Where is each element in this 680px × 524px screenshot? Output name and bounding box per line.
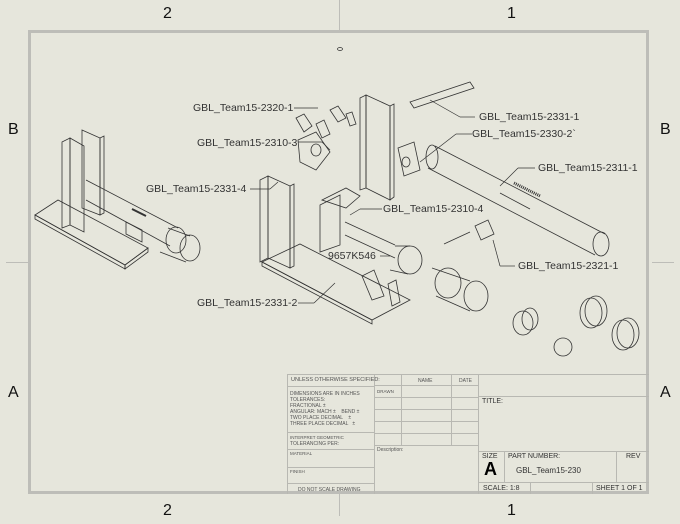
tb-part-number-value[interactable]: GBL_Team15-230 xyxy=(516,466,581,475)
tb-date-header: DATE xyxy=(459,378,472,384)
tb-hline xyxy=(287,483,374,484)
zone-label-right-B: B xyxy=(660,121,671,138)
tb-hline xyxy=(287,432,374,433)
tb-tolerances: TOLERANCES: xyxy=(290,397,326,403)
tb-vline xyxy=(504,451,505,482)
balloon-label[interactable]: GBL_Team15-2310-4 xyxy=(383,203,484,215)
balloon-label[interactable]: GBL_Team15-2330-2` xyxy=(472,128,576,140)
tb-part-number-label: PART NUMBER: xyxy=(508,453,561,460)
zone-tick-right xyxy=(652,262,674,263)
tb-hline xyxy=(374,445,478,446)
tb-vline xyxy=(530,482,531,494)
zone-label-bottom-1: 1 xyxy=(507,502,516,519)
tb-hline xyxy=(287,386,374,387)
exploded-center-assembly xyxy=(259,47,489,325)
tb-hline xyxy=(478,482,649,483)
tb-hline xyxy=(374,433,478,434)
tb-divider-2 xyxy=(478,374,479,494)
tb-hline xyxy=(374,397,478,398)
tb-vline xyxy=(451,374,452,446)
tb-vline xyxy=(401,374,402,446)
zone-tick-bottom xyxy=(339,494,340,516)
tb-unless-specified: UNLESS OTHERWISE SPECIFIED: xyxy=(291,377,380,383)
tb-hline xyxy=(374,409,478,410)
tb-finish: FINISH xyxy=(290,469,305,474)
tb-size-label: SIZE xyxy=(482,453,498,460)
zone-tick-left xyxy=(6,262,28,263)
tb-description: Description: xyxy=(377,447,404,453)
tb-border-left xyxy=(287,374,288,494)
tb-angular: ANGULAR: MACH ± BEND ± xyxy=(290,409,360,415)
tb-vline xyxy=(592,482,593,494)
zone-label-left-B: B xyxy=(8,121,19,138)
balloon-label[interactable]: GBL_Team15-2311-1 xyxy=(538,162,638,174)
tb-three-place: THREE PLACE DECIMAL ± xyxy=(290,421,356,427)
zone-label-top-1: 1 xyxy=(507,5,516,22)
tb-dimensions: DIMENSIONS ARE IN INCHES xyxy=(290,391,360,397)
tb-hline xyxy=(478,396,649,397)
zone-label-right-A: A xyxy=(660,384,671,401)
zone-label-left-A: A xyxy=(8,384,19,401)
tb-two-place: TWO PLACE DECIMAL ± xyxy=(290,415,352,421)
tb-material: MATERIAL xyxy=(290,451,313,456)
tb-border-top xyxy=(287,374,649,375)
tb-vline xyxy=(616,451,617,482)
tb-rev-label: REV xyxy=(626,453,641,460)
zone-label-top-2: 2 xyxy=(163,5,172,22)
tb-fractional: FRACTIONAL ± xyxy=(290,403,326,409)
tb-do-not-scale: DO NOT SCALE DRAWING xyxy=(298,487,361,493)
balloon-label[interactable]: GBL_Team15-2331-1 xyxy=(479,111,580,123)
tb-tolerancing-per: TOLERANCING PER: xyxy=(290,441,340,447)
balloon-label[interactable]: GBL_Team15-2320-1 xyxy=(193,102,294,114)
tb-divider-1 xyxy=(374,374,375,494)
tb-hline xyxy=(478,451,649,452)
balloon-label[interactable]: 9657K546 xyxy=(328,250,376,262)
tb-name-header: NAME xyxy=(418,378,433,384)
tb-drawn: DRAWN xyxy=(377,389,394,394)
zone-tick-top xyxy=(339,0,340,30)
tb-hline xyxy=(287,467,374,468)
balloon-label[interactable]: GBL_Team15-2310-3 xyxy=(197,137,298,149)
tb-size-value: A xyxy=(484,459,497,479)
exploded-right-parts xyxy=(397,81,640,357)
tb-hline xyxy=(374,385,478,386)
tb-hline xyxy=(287,449,374,450)
tb-sheet: SHEET 1 OF 1 xyxy=(596,485,643,492)
assembled-isometric-view xyxy=(34,129,201,270)
tb-title-label: TITLE: xyxy=(482,398,504,405)
balloon-leaders xyxy=(250,99,535,304)
balloon-label[interactable]: GBL_Team15-2321-1 xyxy=(518,260,619,272)
tb-hline xyxy=(374,421,478,422)
drawing-border xyxy=(28,30,649,494)
balloon-label[interactable]: GBL_Team15-2331-2 xyxy=(197,297,298,309)
tb-interpret-geo: INTERPRET GEOMETRIC xyxy=(290,435,344,440)
zone-label-bottom-2: 2 xyxy=(163,502,172,519)
balloon-label[interactable]: GBL_Team15-2331-4 xyxy=(146,183,247,195)
tb-scale: SCALE: 1:8 xyxy=(483,485,520,492)
